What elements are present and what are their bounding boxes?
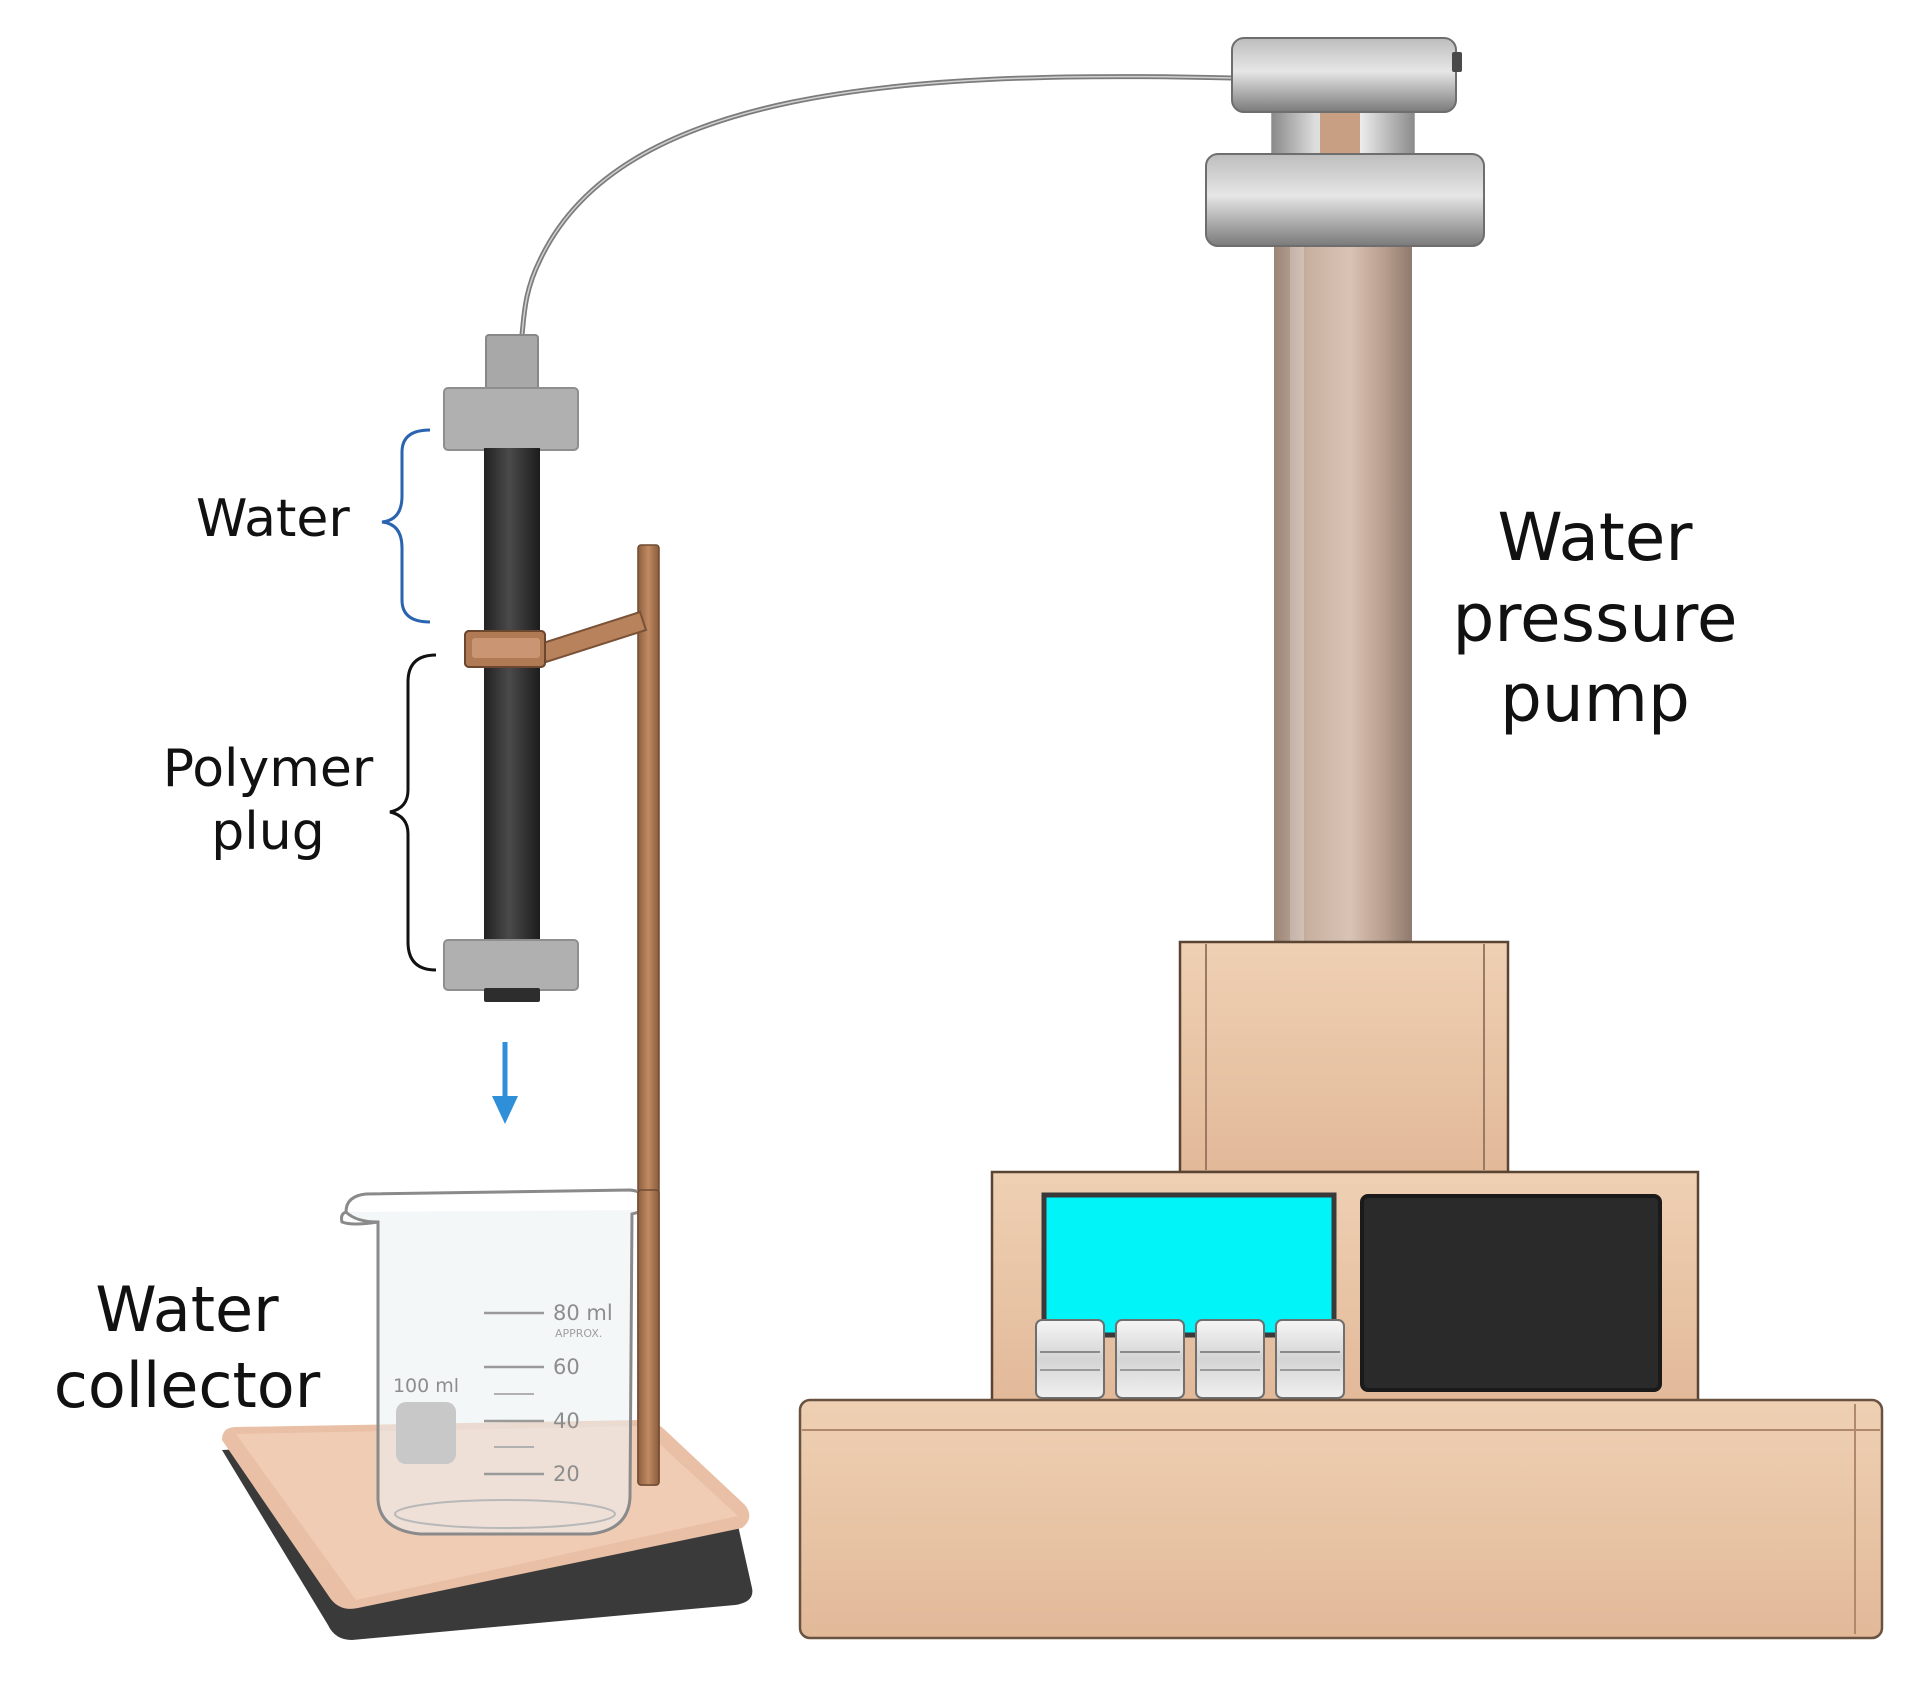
glass-beaker: 100 ml 80 ml APPROX. 60 40 20 (340, 1188, 652, 1536)
beaker-mark-40: 40 (553, 1409, 580, 1433)
water-pressure-pump (798, 37, 1884, 1640)
polymer-column (443, 334, 579, 1002)
plug-bracket-icon (389, 653, 437, 972)
water-bracket-icon (381, 428, 431, 624)
flow-arrow-down-icon (492, 1042, 518, 1124)
label-water-collector: Water collector (53, 1273, 321, 1422)
beaker-brand: APPROX. (555, 1327, 602, 1340)
connecting-tube (517, 74, 1233, 346)
pump-screen (1041, 1192, 1337, 1338)
pump-dark-display (1360, 1194, 1662, 1392)
label-polymer-plug: Polymer plug (162, 739, 374, 863)
beaker-mark-top: 80 ml (553, 1301, 613, 1325)
beaker-capacity: 100 ml (393, 1375, 459, 1397)
beaker-mark-60: 60 (553, 1355, 580, 1379)
label-water-pressure-pump: Water pressure pump (1452, 499, 1738, 738)
pump-buttons (1035, 1319, 1345, 1399)
label-water-section: Water (196, 489, 350, 549)
beaker-mark-20: 20 (553, 1462, 580, 1486)
